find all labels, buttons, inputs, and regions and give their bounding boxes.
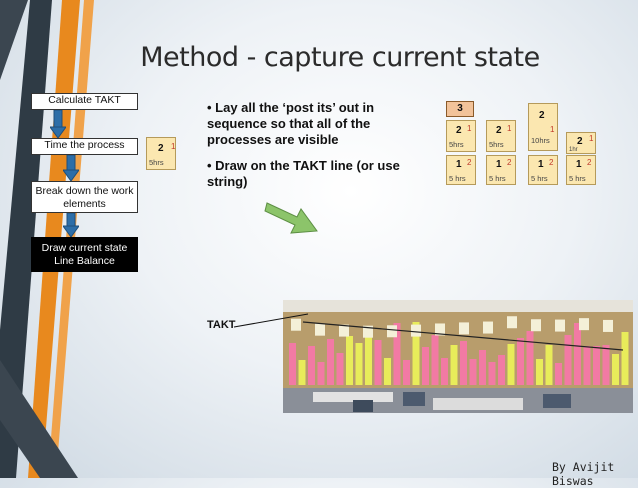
- postit-card: 1 2 5 hrs: [528, 155, 558, 185]
- postit-card: 2 1 5hrs: [486, 120, 516, 152]
- postit-hours: 1hr: [569, 147, 578, 153]
- postit-hours: 5 hrs: [569, 174, 586, 183]
- postit-hours: 5hrs: [149, 158, 164, 167]
- postit-number: 2: [158, 143, 164, 154]
- bullet-list: • Lay all the ‘post its’ out in sequence…: [207, 100, 427, 200]
- postit-card: 2 1 5hrs: [446, 120, 476, 152]
- postit-tag: 2: [507, 158, 512, 167]
- postit-hours: 5hrs: [489, 140, 504, 149]
- bullet-item: • Lay all the ‘post its’ out in sequence…: [207, 100, 375, 147]
- sample-postit: 2 1 5hrs: [146, 137, 176, 170]
- postit-card: 1 2 5 hrs: [566, 155, 596, 185]
- postit-box-3: 3: [446, 101, 474, 117]
- postit-number: 1: [496, 159, 502, 170]
- postit-hours: 5 hrs: [531, 174, 548, 183]
- green-arrow-icon: [264, 202, 318, 234]
- postit-number: 1: [538, 159, 544, 170]
- down-arrow-icon: [63, 213, 79, 237]
- postit-tag: 1: [507, 124, 512, 133]
- postit-number: 1: [456, 159, 462, 170]
- down-arrow-icon: [63, 155, 79, 181]
- postit-number: 2: [456, 125, 462, 136]
- postit-tag: 2: [587, 158, 592, 167]
- down-arrow-icon: [50, 110, 66, 138]
- postit-hours: 5 hrs: [449, 174, 466, 183]
- postit-tag: 2: [549, 158, 554, 167]
- postit-card: 2 1 1hr: [566, 132, 596, 154]
- postit-tag: 1: [171, 142, 176, 151]
- postit-number: 2: [539, 110, 545, 121]
- postit-hours: 5 hrs: [489, 174, 506, 183]
- postit-tag: 2: [467, 158, 472, 167]
- postit-tag: 1: [467, 124, 472, 133]
- step-time-process: Time the process: [31, 138, 138, 155]
- slide-title: Method - capture current state: [140, 42, 540, 73]
- step-draw-line-balance: Draw current state Line Balance: [31, 237, 138, 272]
- postit-number: 2: [496, 125, 502, 136]
- postit-tag: 1: [550, 125, 555, 134]
- author-byline: By Avijit Biswas: [552, 460, 615, 488]
- postit-number: 3: [457, 103, 463, 114]
- step-calculate-takt: Calculate TAKT: [31, 93, 138, 110]
- postit-card: 1 2 5 hrs: [446, 155, 476, 185]
- step-break-down: Break down the work elements: [31, 181, 138, 213]
- takt-pointer: [233, 313, 309, 328]
- postit-number: 1: [576, 159, 582, 170]
- postit-hours: 10hrs: [531, 136, 550, 145]
- wall-photo: [283, 300, 633, 413]
- postit-hours: 5hrs: [449, 140, 464, 149]
- bullet-item: • Draw on the TAKT line (or use string): [207, 158, 400, 189]
- postit-tag: 1: [589, 134, 594, 143]
- wall-photo-image: [283, 300, 633, 413]
- postit-card: 2 1 10hrs: [528, 103, 558, 151]
- postit-number: 2: [577, 136, 583, 147]
- takt-label: TAKT: [207, 319, 236, 331]
- postit-card: 1 2 5 hrs: [486, 155, 516, 185]
